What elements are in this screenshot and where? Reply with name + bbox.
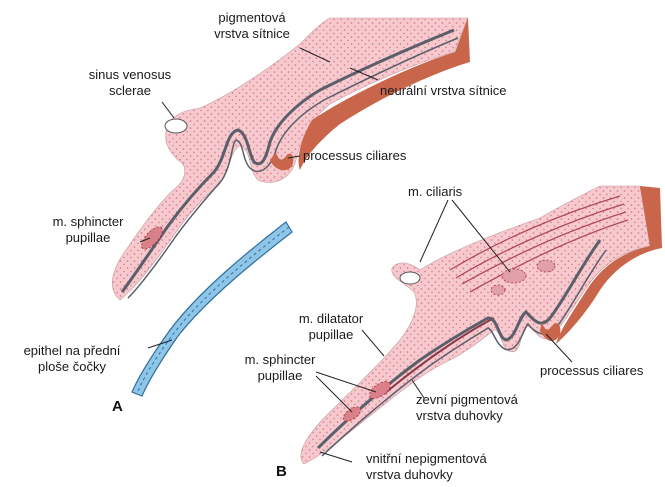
label-pigment-retina-1: pigmentová	[218, 10, 286, 25]
label-dilatator-1: m. dilatator	[299, 311, 364, 326]
panel-letter-b: B	[276, 463, 287, 480]
label-sinus-1: sinus venosus	[89, 67, 172, 82]
label-sinus-2: sclerae	[109, 83, 151, 98]
label-pigment-retina-2: vrstva sítnice	[214, 26, 290, 41]
label-outer-pigment-1: zevní pigmentová	[416, 392, 519, 407]
label-sphincter-a-1: m. sphincter	[53, 214, 124, 229]
label-processus-b: processus ciliares	[540, 363, 644, 378]
label-inner-nonpigment-2: vrstva duhovky	[366, 467, 453, 482]
label-outer-pigment-2: vrstva duhovky	[416, 408, 503, 423]
label-ciliaris: m. ciliaris	[408, 184, 463, 199]
label-processus-a: processus ciliares	[303, 148, 407, 163]
sinus-venosus-b	[400, 272, 420, 284]
label-sphincter-a-2: pupillae	[66, 230, 111, 245]
label-neural-retina: neurální vrstva sítnice	[380, 83, 506, 98]
label-dilatator-2: pupillae	[309, 327, 354, 342]
label-epithel-1: epithel na přední	[24, 343, 121, 358]
label-sphincter-b-1: m. sphincter	[245, 352, 316, 367]
sinus-venosus-a	[165, 119, 187, 133]
panel-letter-a: A	[112, 398, 123, 415]
label-sphincter-b-2: pupillae	[258, 368, 303, 383]
label-inner-nonpigment-1: vnitřní nepigmentová	[366, 451, 487, 466]
label-epithel-2: ploše čočky	[38, 359, 106, 374]
